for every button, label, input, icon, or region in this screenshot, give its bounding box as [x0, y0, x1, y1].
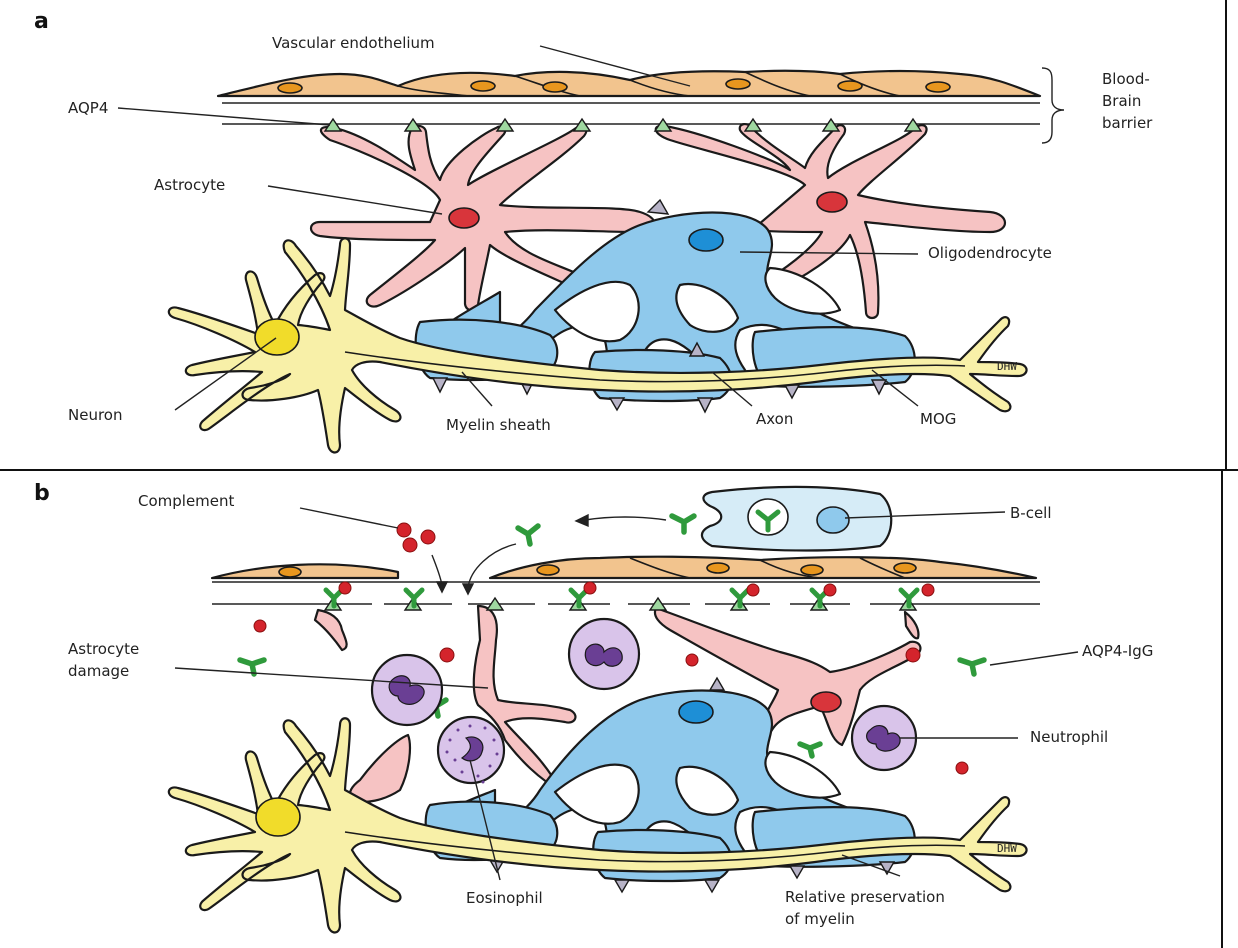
label-mog: MOG [920, 410, 956, 428]
panel-a-letter: a [34, 9, 49, 34]
panel-b-letter: b [34, 481, 50, 506]
label-axon: Axon [756, 410, 793, 428]
label-myelin-sheath: Myelin sheath [446, 416, 551, 434]
panel-b-signature: DHW [997, 842, 1017, 855]
label-relative-preservation-line1: Relative preservation [785, 888, 945, 906]
label-bbb-line3: barrier [1102, 114, 1153, 132]
label-eosinophil: Eosinophil [466, 889, 543, 907]
astrocyte-nucleus-b [811, 692, 841, 712]
label-relative-preservation-line2: of myelin [785, 910, 855, 928]
panel-b: b [34, 481, 1153, 933]
vascular-endothelium [218, 71, 1040, 96]
label-neutrophil: Neutrophil [1030, 728, 1108, 746]
label-b-cell: B-cell [1010, 504, 1052, 522]
label-oligodendrocyte: Oligodendrocyte [928, 244, 1052, 262]
label-complement: Complement [138, 492, 235, 510]
label-astrocyte-damage-line1: Astrocyte [68, 640, 139, 658]
label-vascular-endothelium: Vascular endothelium [272, 34, 435, 52]
panel-a-signature: DHW [997, 360, 1017, 373]
panel-a: a [34, 9, 1153, 453]
label-astrocyte: Astrocyte [154, 176, 225, 194]
label-bbb-line2: Brain [1102, 92, 1141, 110]
vascular-endothelium-b [212, 557, 1036, 578]
label-astrocyte-damage-line2: damage [68, 662, 129, 680]
label-aqp4-igg: AQP4-IgG [1082, 642, 1153, 660]
label-aqp4: AQP4 [68, 99, 108, 117]
aqp4-channels [325, 119, 921, 131]
bbb-bracket [1042, 68, 1064, 143]
label-bbb-line1: Blood- [1102, 70, 1150, 88]
b-cell [702, 487, 891, 551]
label-neuron: Neuron [68, 406, 122, 424]
